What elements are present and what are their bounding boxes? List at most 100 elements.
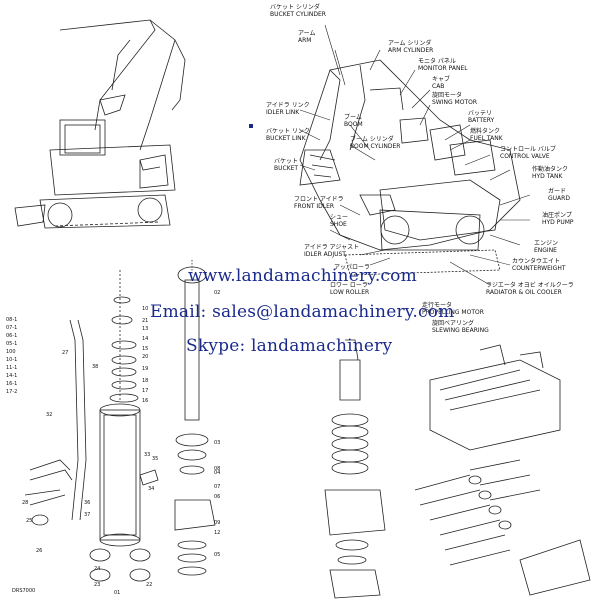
- callout-32: 32: [46, 412, 53, 418]
- swing-joint-exploded-view: [324, 339, 386, 599]
- label-jp: フロント アイドラ: [294, 196, 344, 203]
- label-en: CAB: [432, 83, 445, 90]
- valve-spools: [414, 459, 541, 566]
- label-en: BOOM CYLINDER: [350, 143, 401, 150]
- callout-17: 17: [142, 388, 149, 394]
- label-en: ARM CYLINDER: [388, 47, 434, 54]
- label-en: HYD TANK: [532, 173, 563, 180]
- label-en: CONTROL VALVE: [500, 153, 550, 160]
- part-number: 07-1: [6, 325, 18, 331]
- callout-07: 07: [214, 484, 221, 490]
- label-en: FUEL TANK: [470, 135, 503, 142]
- label-jp: ロワー ローラ: [330, 282, 368, 289]
- callout-01: 01: [114, 590, 121, 596]
- callout-12: 12: [214, 530, 221, 536]
- label-en: SHOE: [330, 221, 347, 228]
- callout-28: 28: [22, 500, 29, 506]
- label-jp: エンジン: [534, 240, 559, 247]
- callout-05: 05: [214, 552, 221, 558]
- callout-09: 09: [214, 520, 221, 526]
- callout-36: 36: [84, 500, 91, 506]
- label-jp: ブーム シリンダ: [350, 136, 394, 143]
- label-jp: シュー: [330, 214, 349, 221]
- label-jp: バケット リンク: [266, 128, 310, 135]
- label-jp: 燃料タンク: [470, 128, 501, 135]
- label-en: COUNTERWEIGHT: [512, 265, 566, 272]
- label-en: GUARD: [548, 195, 570, 202]
- label-en: BUCKET LINK: [266, 135, 306, 142]
- part-number: 05-1: [6, 341, 18, 347]
- callout-24: 24: [94, 566, 101, 572]
- label-en: BATTERY: [468, 117, 495, 124]
- label-en: LOW ROLLER: [330, 289, 370, 296]
- part-number: 06-1: [6, 333, 18, 339]
- label-jp: アッパローラ: [334, 264, 371, 271]
- label-jp: モニタ パネル: [418, 58, 456, 65]
- excavator-cutaway: [299, 59, 521, 276]
- label-en: IDLER LINK: [266, 109, 300, 116]
- callout-19: 19: [142, 366, 149, 372]
- callout-16: 16: [142, 398, 149, 404]
- control-valve-exploded-view: [414, 344, 591, 596]
- callout-38: 38: [92, 364, 99, 370]
- callout-15: 15: [142, 346, 149, 352]
- excavator-sketch: [14, 19, 186, 229]
- label-jp: アイドラ アジャスト: [304, 244, 360, 251]
- label-en: HYD PUMP: [542, 219, 574, 226]
- label-jp: 旋回ベアリング: [432, 320, 475, 327]
- label-en: RADIATOR & OIL COOLER: [486, 289, 562, 296]
- callout-22: 22: [146, 582, 153, 588]
- watermark-skype: Skype: landamachinery: [186, 336, 393, 356]
- label-jp: アーム シリンダ: [388, 40, 432, 47]
- callout-35: 35: [152, 456, 159, 462]
- label-jp: アーム: [298, 30, 316, 37]
- drawing-code: DRS7000: [12, 588, 36, 594]
- callout-02: 02: [214, 290, 221, 296]
- watermark-email: Email: sales@landamachinery.com: [150, 302, 455, 322]
- part-number: 16-1: [6, 381, 18, 387]
- label-en: SWING MOTOR: [432, 99, 478, 106]
- callout-21: 21: [142, 318, 149, 324]
- label-jp: ガード: [548, 188, 567, 195]
- label-en: FRONT IDLER: [294, 203, 335, 210]
- marker: [249, 124, 253, 128]
- label-jp: 旋回モータ: [432, 92, 463, 99]
- part-number: 17-2: [6, 389, 18, 395]
- callout-06: 06: [214, 494, 221, 500]
- callout-33: 33: [144, 452, 151, 458]
- part-number: 14-1: [6, 373, 18, 379]
- label-en: BOOM: [344, 121, 363, 128]
- callout-37: 37: [84, 512, 91, 518]
- label-jp: アイドラ リンク: [266, 102, 310, 109]
- part-number: 08-1: [6, 317, 18, 323]
- part-number: 10-1: [6, 357, 18, 363]
- part-list-left: 08-1 07-1 06-1 05-1 100 10-1 11-1 14-1 1…: [6, 316, 17, 396]
- callout-03: 03: [214, 440, 221, 446]
- label-en: PROPELLING MOTOR: [422, 309, 484, 316]
- callout-26: 26: [36, 548, 43, 554]
- callout-14: 14: [142, 336, 149, 342]
- callout-27: 27: [62, 350, 69, 356]
- label-jp: 油圧ポンプ: [542, 212, 572, 219]
- label-jp: ラジエータ オヨビ オイルクーラ: [486, 282, 574, 289]
